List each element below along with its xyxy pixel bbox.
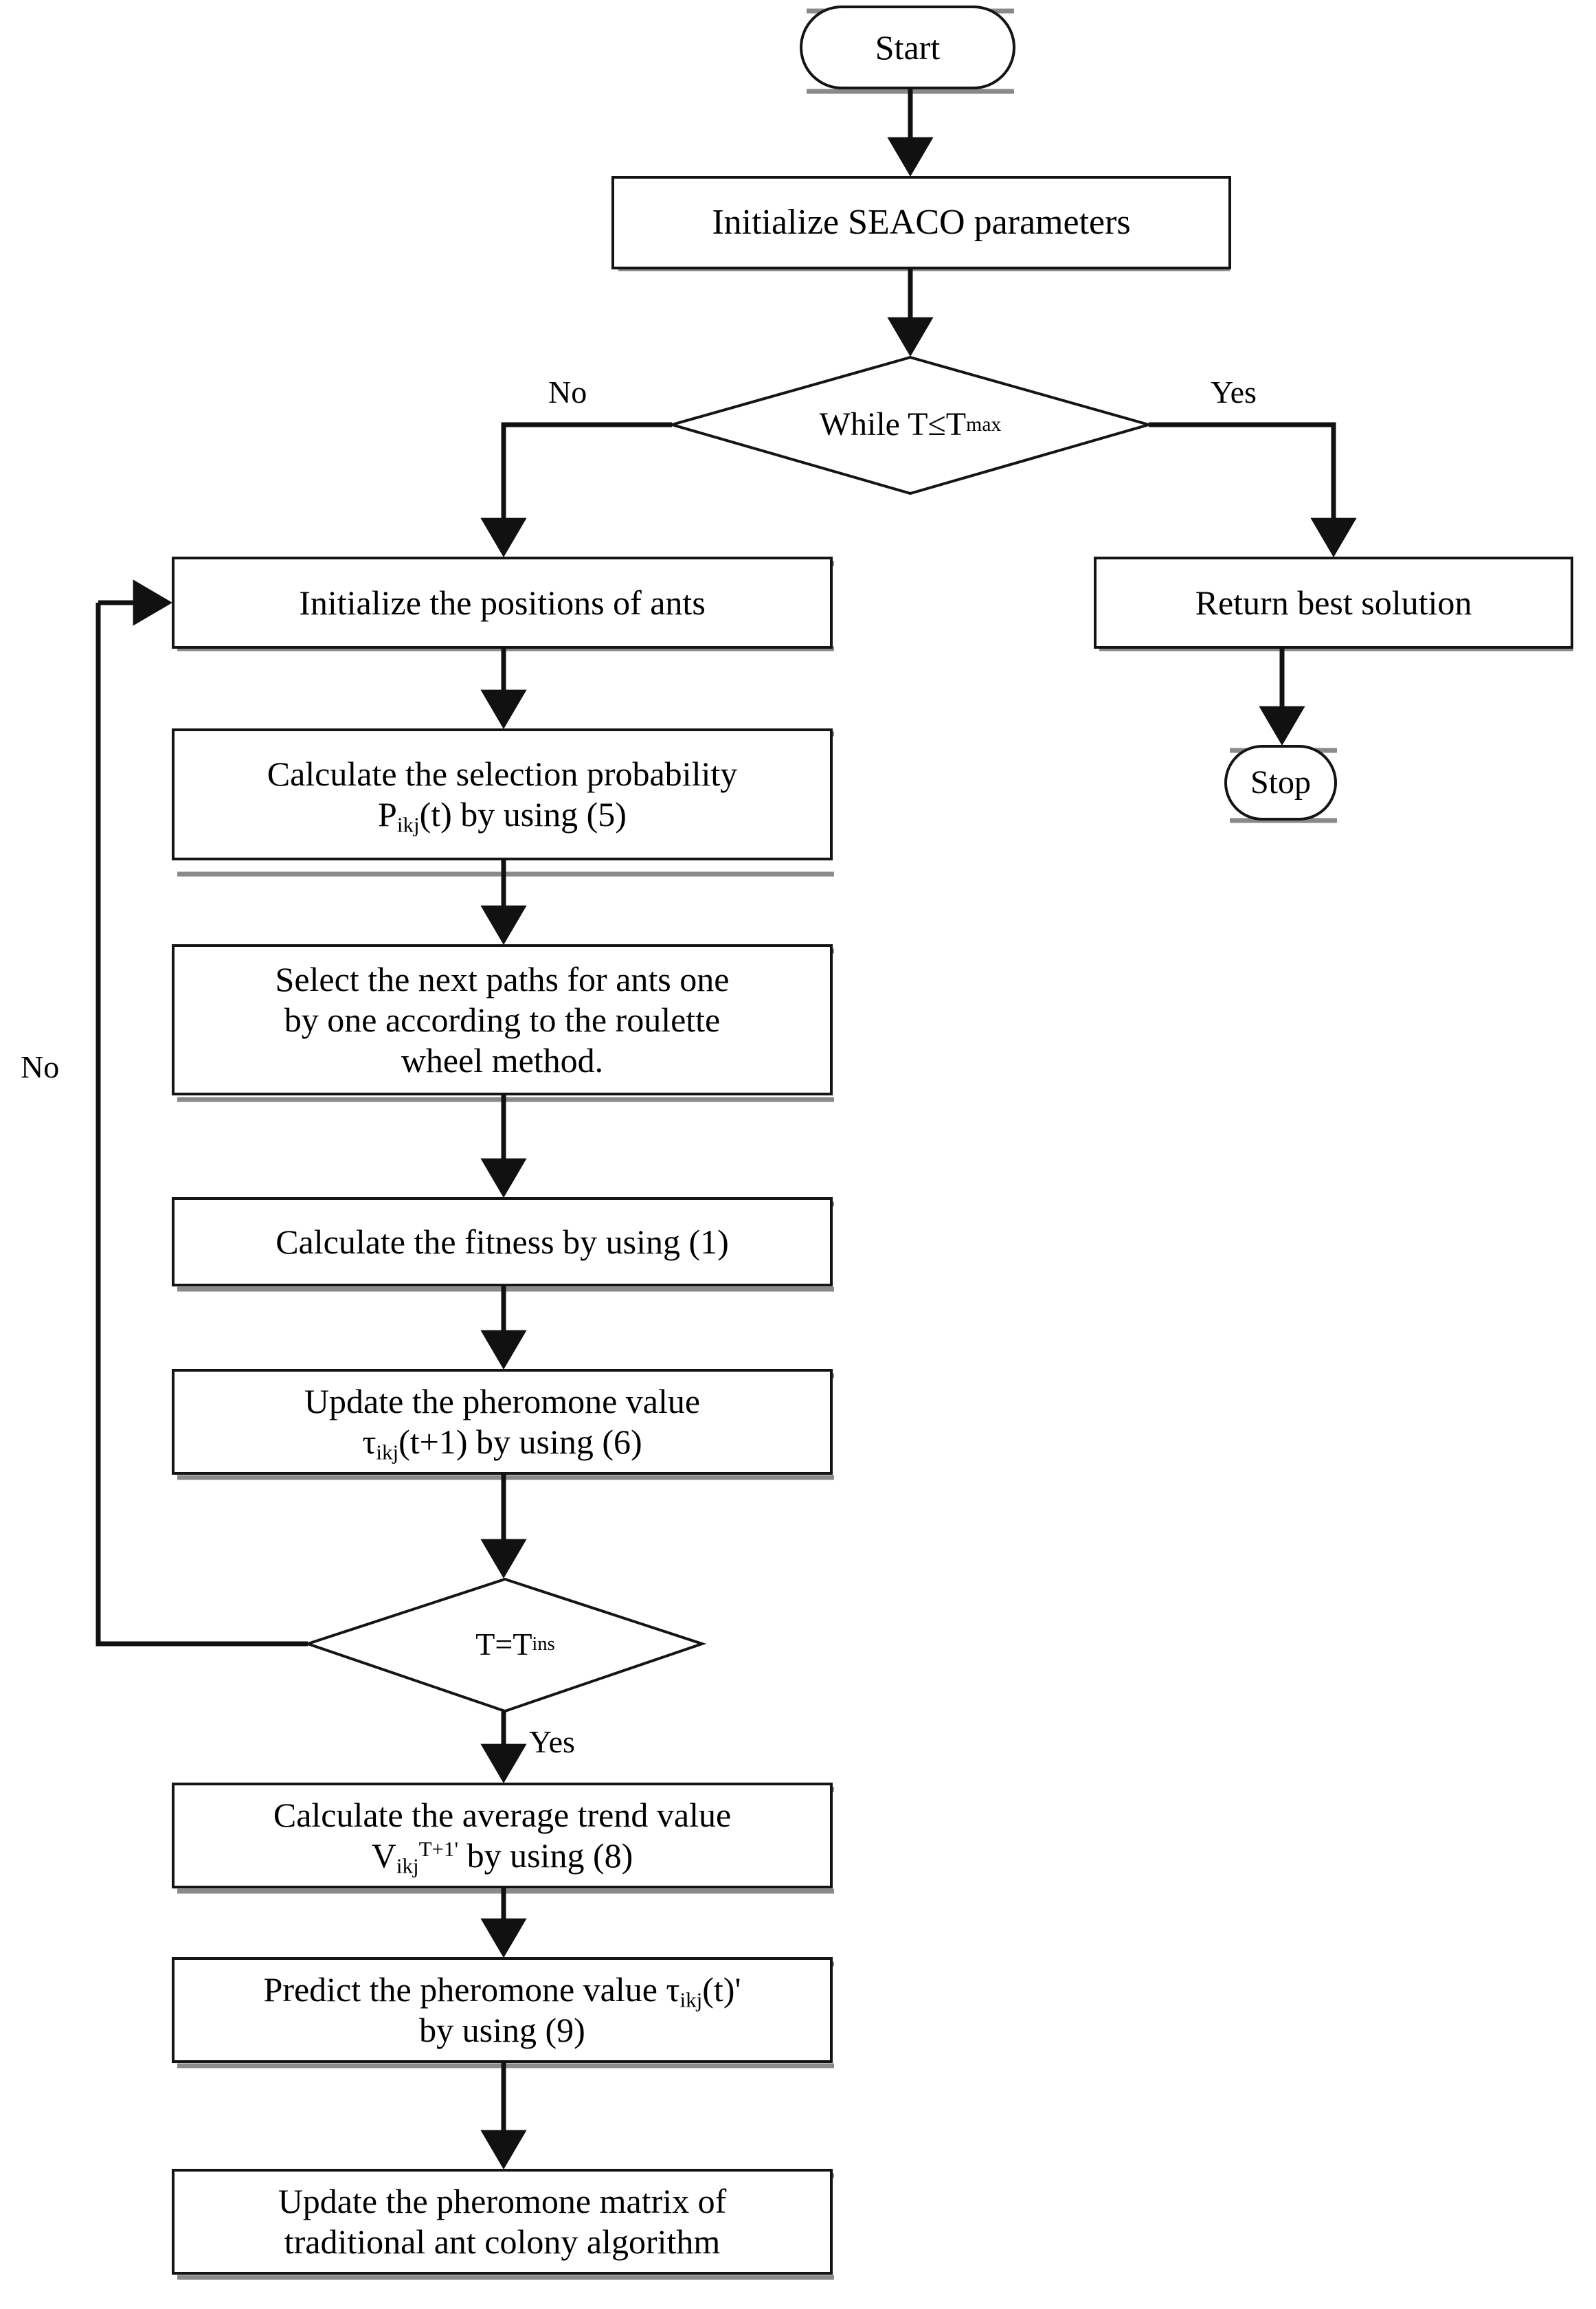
node-selection-probability-shape [172, 728, 833, 860]
edge-label-while-no: No [548, 375, 587, 410]
edge-tins-no-loop [95, 603, 308, 1647]
node-predict-pheromone-shape [172, 1957, 833, 2063]
node-shadows [177, 8, 1573, 2280]
node-while-decision-shape [666, 355, 1154, 495]
node-init-params-shape [611, 176, 1231, 269]
node-calc-fitness-shape [172, 1197, 833, 1286]
edge-while-no [480, 422, 672, 558]
node-tins-decision-shape [303, 1577, 707, 1713]
edge-while-yes [1149, 422, 1357, 558]
node-update-matrix-shape [172, 2169, 833, 2275]
node-update-pheromone-shape [172, 1369, 833, 1475]
edge-label-loop-no: No [21, 1049, 60, 1084]
node-return-best-shape [1094, 557, 1573, 649]
node-avg-trend-shape [172, 1783, 833, 1888]
flow-connectors [95, 88, 1357, 2170]
node-start-shape [800, 5, 1015, 89]
node-stop-shape [1224, 745, 1337, 821]
node-select-paths-shape [172, 944, 833, 1095]
node-init-positions-shape [172, 557, 833, 649]
edge-label-tins-yes: Yes [529, 1724, 575, 1759]
edge-label-while-yes: Yes [1211, 375, 1257, 410]
